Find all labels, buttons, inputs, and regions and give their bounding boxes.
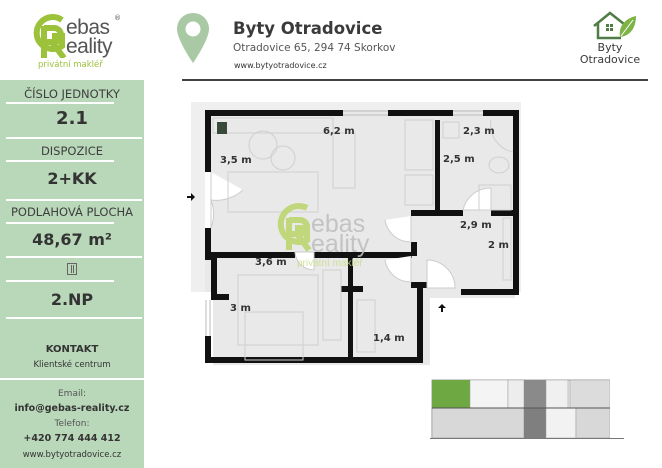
svg-text:eality: eality bbox=[311, 230, 370, 258]
brand-word-reality: eality bbox=[66, 35, 113, 58]
divider bbox=[0, 378, 144, 380]
brand-word-gebas: ebas bbox=[66, 16, 110, 39]
gebas-reality-logo: ebas ® eality privátní makléř bbox=[28, 8, 128, 70]
phone-label: Telefon: bbox=[54, 419, 90, 429]
divider bbox=[6, 280, 114, 282]
floor-plan-drawing: ebas eality privátní makléř bbox=[183, 102, 533, 370]
site-plan-baseline bbox=[430, 438, 624, 439]
contact-title: KONTAKT bbox=[45, 344, 99, 355]
map-pin-icon bbox=[177, 13, 209, 63]
room-label-bath-width: 2,5 m bbox=[443, 154, 475, 165]
floor-level-value: 2.NP bbox=[50, 290, 94, 309]
phone-link[interactable]: +420 774 444 412 bbox=[23, 433, 121, 444]
unit-info-sidebar: ČÍSLO JEDNOTKY 2.1 DISPOZICE 2+KK PODLAH… bbox=[0, 80, 144, 468]
site-plan-thumbnail bbox=[431, 379, 610, 439]
floor-plan: ebas eality privátní makléř 6,2 m 3,5 m … bbox=[183, 100, 533, 370]
email-label: Email: bbox=[57, 389, 86, 399]
layout-value: 2+KK bbox=[47, 169, 97, 188]
project-logo-name: Byty Otradovice bbox=[560, 42, 660, 66]
header-divider bbox=[182, 79, 648, 81]
room-label-living: 6,2 m bbox=[323, 126, 355, 137]
svg-text:ebas: ebas bbox=[311, 210, 365, 238]
svg-text:privátní makléř: privátní makléř bbox=[297, 258, 363, 269]
divider bbox=[6, 160, 114, 162]
room-label-storage: 1,4 m bbox=[373, 333, 405, 344]
divider bbox=[6, 137, 142, 139]
layout-label: DISPOZICE bbox=[40, 144, 104, 158]
registered-mark: ® bbox=[114, 14, 121, 22]
room-label-living-width: 3,5 m bbox=[220, 155, 252, 166]
room-label-bath: 2,3 m bbox=[463, 126, 495, 137]
elevator-icon bbox=[67, 263, 77, 275]
email-link[interactable]: info@gebas-reality.cz bbox=[14, 403, 130, 414]
brand-tagline: privátní makléř bbox=[38, 60, 103, 70]
contact-subtitle: Klientské centrum bbox=[33, 360, 111, 370]
house-leaf-icon bbox=[593, 11, 636, 40]
room-label-hall: 2,9 m bbox=[460, 220, 492, 231]
project-logo-line1: Byty bbox=[597, 41, 623, 54]
page-title: Byty Otradovice bbox=[233, 19, 383, 38]
divider bbox=[6, 317, 142, 319]
header-website-link[interactable]: www.bytyotradovice.cz bbox=[234, 61, 327, 70]
unit-number-value: 2.1 bbox=[56, 108, 88, 129]
divider bbox=[6, 256, 142, 258]
arrow-up-icon bbox=[438, 304, 446, 312]
floor-area-value: 48,67 m² bbox=[32, 230, 112, 249]
divider bbox=[6, 102, 114, 104]
floor-area-label: PODLAHOVÁ PLOCHA bbox=[10, 205, 134, 219]
arrow-right-icon bbox=[187, 193, 195, 201]
room-label-bedroom: 3,6 m bbox=[255, 257, 287, 268]
sidebar-website-link[interactable]: www.bytyotradovice.cz bbox=[22, 450, 122, 460]
room-label-bedroom-width: 3 m bbox=[230, 303, 251, 314]
gebas-gr-mark-icon bbox=[33, 14, 67, 58]
room-label-hall-width: 2 m bbox=[488, 240, 509, 251]
unit-number-label: ČÍSLO JEDNOTKY bbox=[24, 87, 120, 101]
divider bbox=[6, 222, 114, 224]
project-logo-line2: Otradovice bbox=[579, 53, 641, 66]
divider bbox=[6, 199, 142, 201]
project-address: Otradovice 65, 294 74 Skorkov bbox=[233, 42, 396, 54]
